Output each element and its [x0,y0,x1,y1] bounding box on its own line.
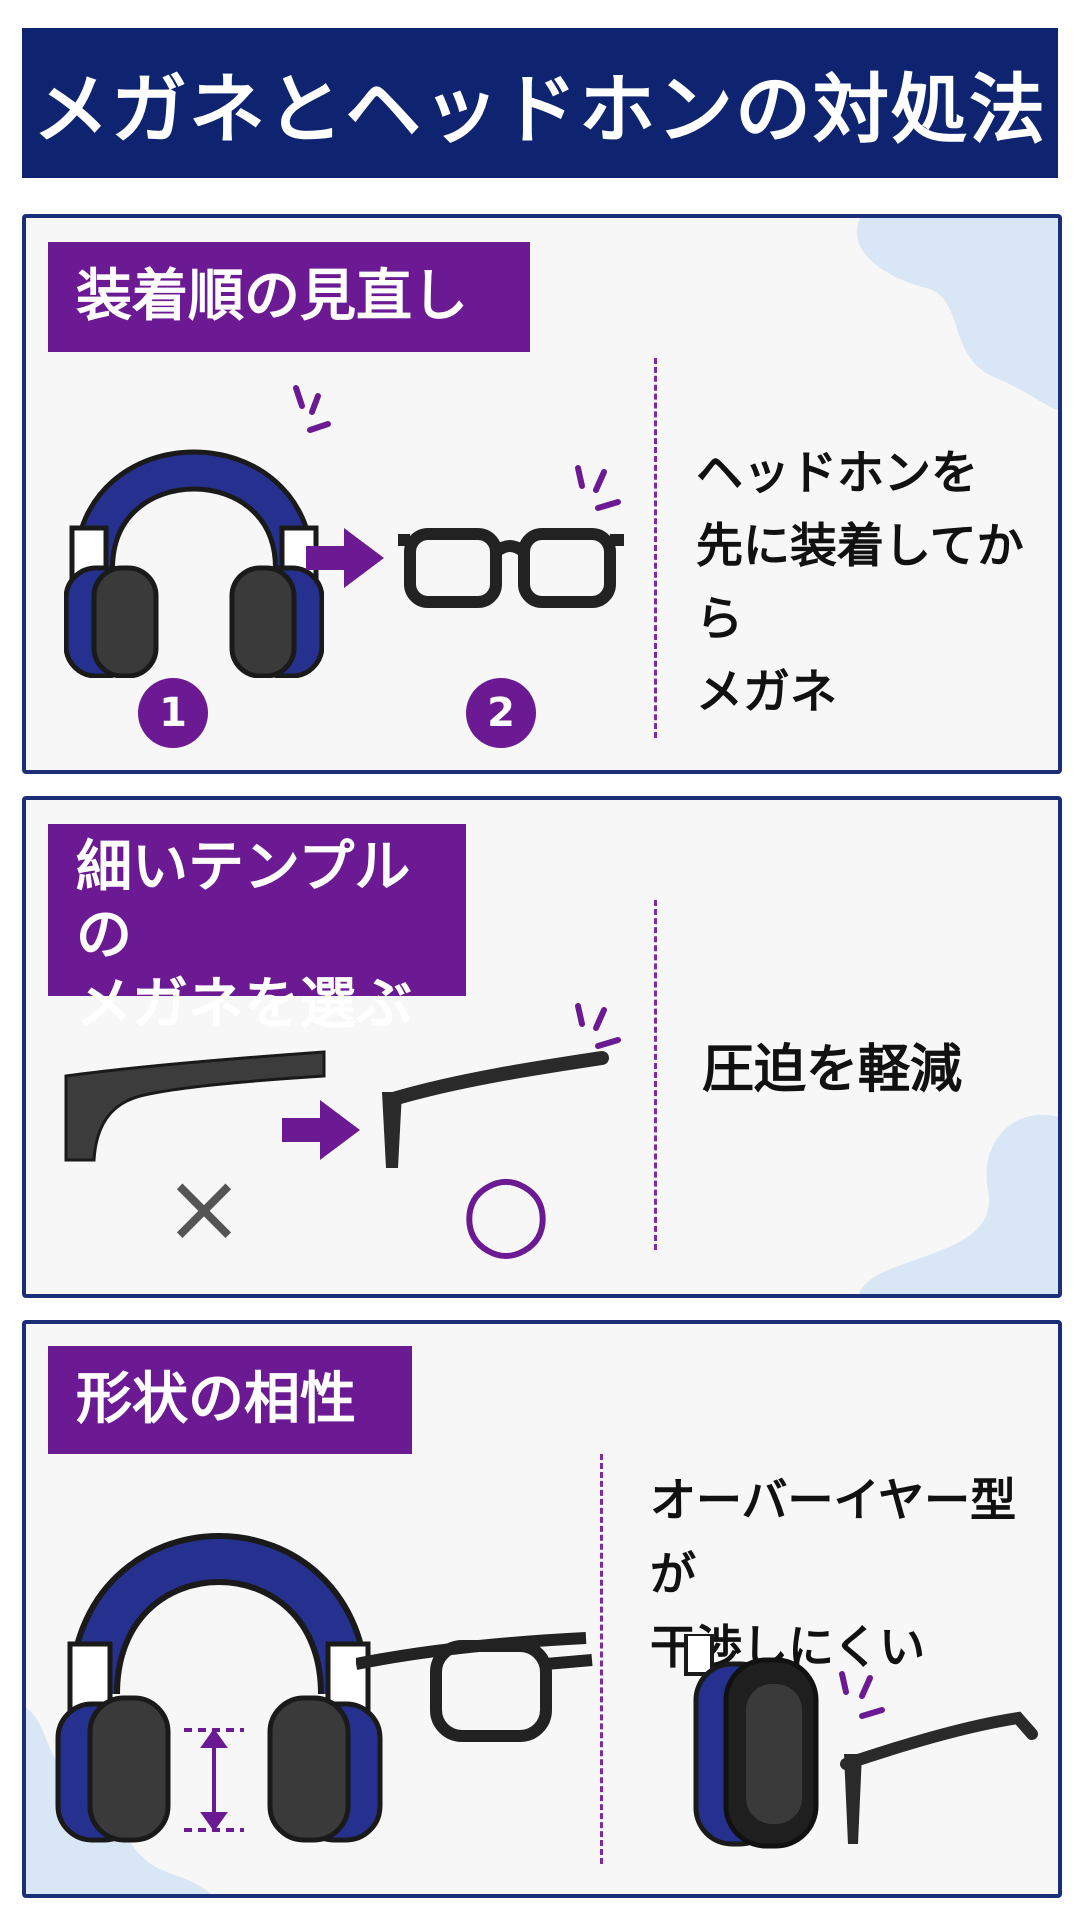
glasses-side-icon [356,1632,593,1742]
section-description: オーバーイヤー型が 干渉しにくい [650,1464,1058,1685]
emphasis-lines-icon [575,1003,621,1049]
arrow-right-icon [282,1100,360,1160]
emphasis-lines-icon [575,465,621,511]
section-heading: 細いテンプルの メガネを選ぶ [48,824,466,1037]
headphones-icon [64,449,324,678]
section-thin-temple: 細いテンプルの メガネを選ぶ × ○ 圧迫を軽減 [22,796,1062,1298]
section-heading: 形状の相性 [48,1346,412,1454]
arrow-right-icon [306,528,384,588]
description-line: ヘッドホンを [696,446,978,501]
glasses-icon [398,528,624,608]
divider [654,358,657,738]
thick-temple-icon [64,1050,326,1162]
description-line: オーバーイヤー型が [650,1473,1017,1601]
decorative-blob [859,1114,1058,1294]
bad-mark: × [163,1152,245,1264]
description-line: メガネ [696,664,837,720]
section-wearing-order: 装着順の見直し 1 2 ヘッドホンを [22,214,1062,774]
step-number: 1 [159,690,187,736]
page-title: メガネとヘッドホンの対処法 [22,28,1058,178]
emphasis-lines-icon [293,385,331,433]
section-shape-compatibility: 形状の相性 オーバーイヤー型が 干渉しにくい [22,1320,1062,1898]
section-description: 圧迫を軽減 [702,1040,963,1100]
thin-temple-icon [382,1051,609,1168]
divider [600,1454,603,1864]
heading-line: 細いテンプルの [76,835,411,969]
step-badge-1: 1 [138,678,208,748]
divider [654,900,657,1250]
good-mark: ○ [460,1149,552,1271]
step-number: 2 [487,690,515,736]
section-description: ヘッドホンを 先に装着してから メガネ [696,438,1058,729]
decorative-blob [26,1707,212,1894]
ear-cup-with-glasses-icon [684,1634,1038,1849]
heading-line: メガネを選ぶ [76,971,412,1037]
description-line: 先に装着してから [696,518,1024,647]
over-ear-headphones-icon [55,1533,383,1843]
step-badge-2: 2 [466,678,536,748]
section-heading: 装着順の見直し [48,242,530,352]
decorative-blob [856,218,1058,411]
